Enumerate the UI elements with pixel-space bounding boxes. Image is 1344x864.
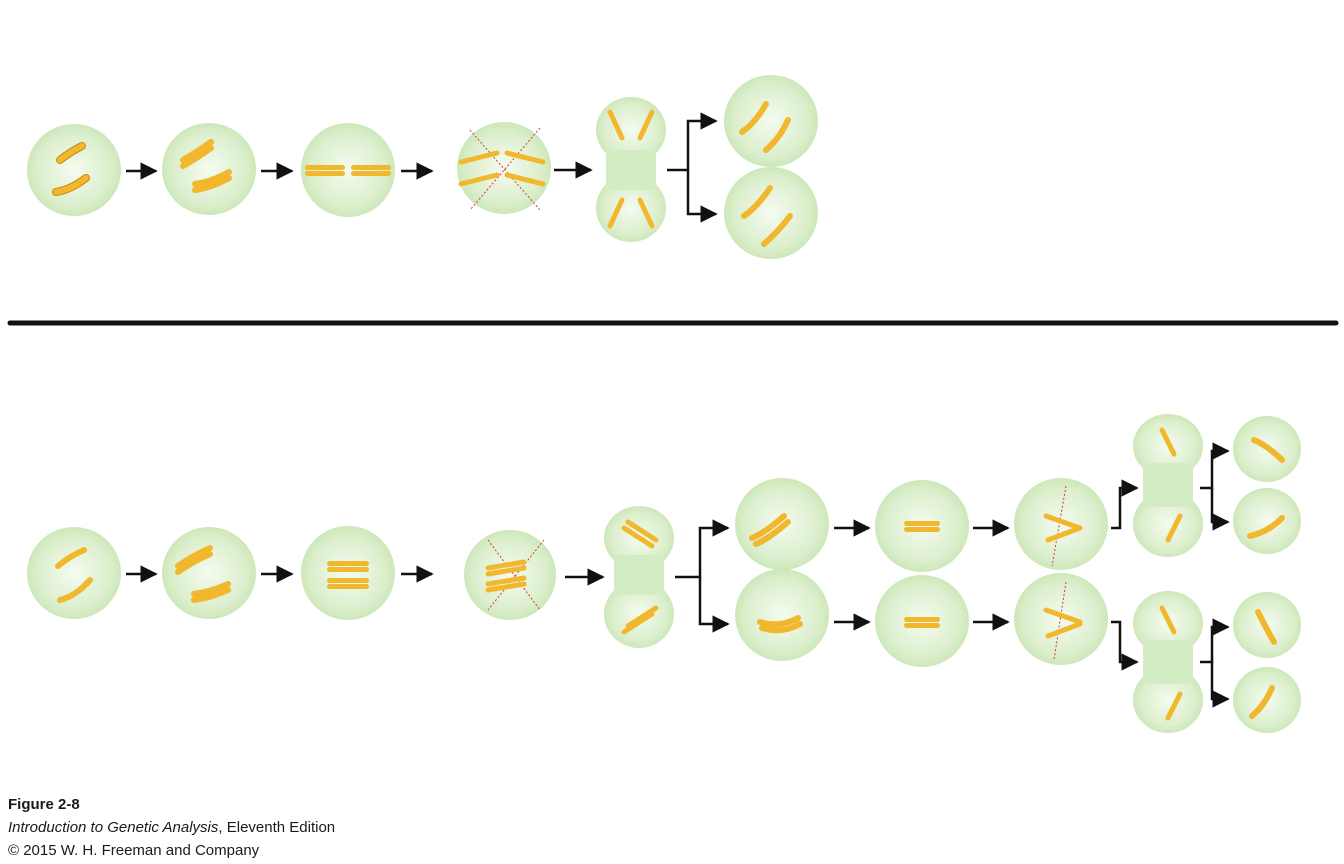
cell: [301, 123, 395, 217]
mitosis-panel: [27, 75, 818, 259]
cell: [1014, 478, 1108, 570]
figure-source: Introduction to Genetic Analysis, Eleven…: [8, 816, 335, 839]
cell: [457, 122, 551, 214]
book-edition: , Eleventh Edition: [218, 819, 336, 836]
figure-caption: Figure 2-8 Introduction to Genetic Analy…: [8, 793, 335, 862]
cell: [301, 526, 395, 620]
figure-label: Figure 2-8: [8, 796, 80, 813]
cell: [162, 527, 256, 619]
cell: [464, 530, 556, 620]
cell: [1014, 573, 1108, 665]
cell: [875, 480, 969, 572]
cell: [875, 575, 969, 667]
cell: [27, 527, 121, 619]
cell: [27, 124, 121, 216]
copyright-line: © 2015 W. H. Freeman and Company: [8, 842, 260, 859]
daughter-cell: [724, 75, 818, 167]
daughter-cell: [724, 167, 818, 259]
cell: [735, 478, 829, 570]
dividing-cell: [1133, 591, 1203, 733]
daughter-cell: [1233, 488, 1301, 554]
meiosis-panel: [27, 414, 1301, 733]
book-title: Introduction to Genetic Analysis: [8, 819, 219, 836]
dividing-cell: [604, 506, 674, 648]
daughter-cell: [1233, 416, 1301, 482]
daughter-cell: [1233, 667, 1301, 733]
cell: [162, 123, 256, 215]
cell: [735, 569, 829, 661]
dividing-cell: [596, 97, 666, 242]
daughter-cell: [1233, 592, 1301, 658]
dividing-cell: [1133, 414, 1203, 557]
